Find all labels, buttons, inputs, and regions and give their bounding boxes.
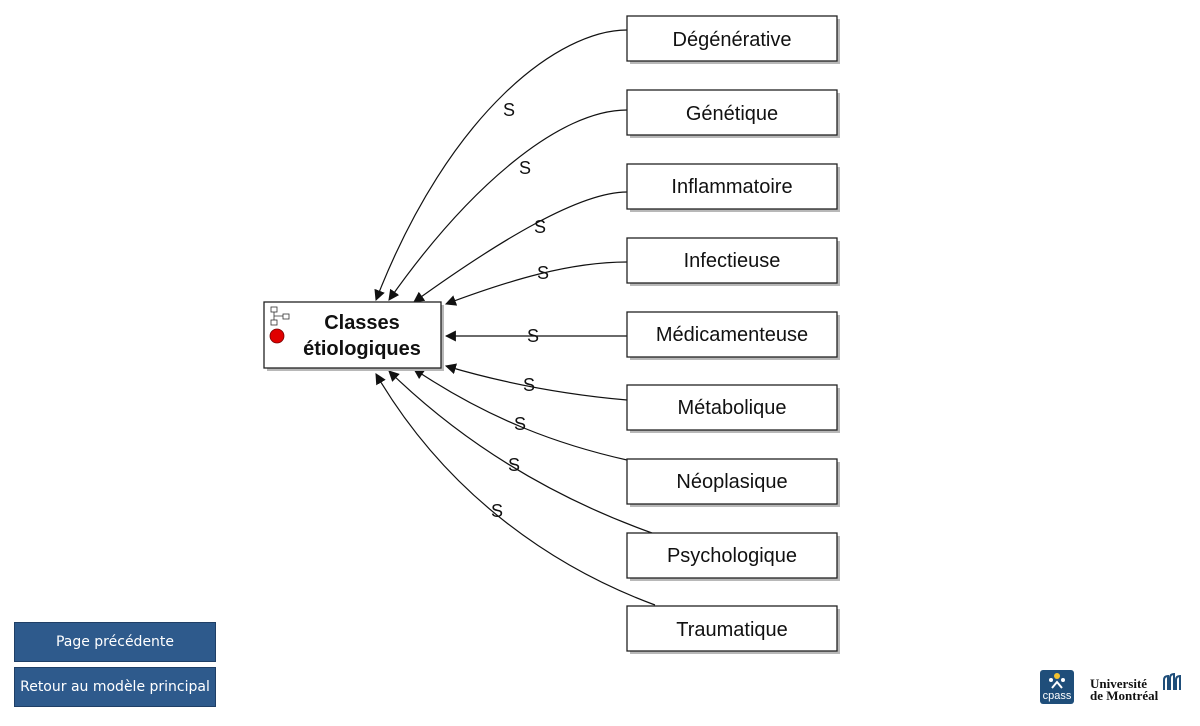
udem-emblem-icon — [1163, 672, 1181, 690]
edge-label-infectieuse: S — [537, 263, 549, 283]
edge-label-metabolique: S — [523, 375, 535, 395]
class-node-genetique: Génétique — [626, 89, 840, 138]
previous-page-button[interactable]: Page précédente — [14, 622, 216, 662]
edge-label-degenerative: S — [503, 100, 515, 120]
center-label-line1: Classes — [324, 312, 400, 334]
status-dot-icon — [269, 328, 285, 344]
edge-degenerative — [374, 29, 628, 302]
edge-traumatique — [375, 373, 656, 606]
udem-logo: Université de Montréal — [1090, 672, 1190, 706]
edge-inflammatoire — [413, 191, 628, 303]
edge-psychologique — [388, 370, 653, 534]
cpass-logo-text: cpass — [1042, 690, 1072, 702]
class-label: Médicamenteuse — [656, 324, 808, 346]
center-node: Classes étiologiques — [263, 301, 444, 371]
class-label: Métabolique — [678, 397, 787, 419]
class-node-inflammatoire: Inflammatoire — [626, 163, 840, 212]
class-node-metabolique: Métabolique — [626, 384, 840, 433]
udem-logo-text: Université de Montréal — [1090, 676, 1159, 703]
edge-label-psychologique: S — [508, 455, 520, 475]
edge-neoplasique — [413, 368, 628, 461]
class-node-degenerative: Dégénérative — [626, 15, 840, 64]
class-label: Traumatique — [676, 619, 788, 641]
class-label: Dégénérative — [673, 29, 792, 51]
edge-infectieuse — [444, 261, 628, 306]
udem-logo-line2: de Montréal — [1090, 688, 1159, 703]
edge-label-medicamenteuse: S — [527, 326, 539, 346]
cpass-logo: cpass — [1040, 670, 1074, 704]
center-label-line2: étiologiques — [303, 338, 421, 360]
edge-label-traumatique: S — [491, 501, 503, 521]
edge-genetique — [388, 109, 628, 301]
edge-label-neoplasique: S — [514, 414, 526, 434]
class-node-infectieuse: Infectieuse — [626, 237, 840, 286]
class-node-psychologique: Psychologique — [626, 532, 840, 581]
hierarchy-icon — [270, 306, 290, 326]
back-to-main-model-button[interactable]: Retour au modèle principal — [14, 667, 216, 707]
class-label: Infectieuse — [684, 250, 781, 272]
edge-label-inflammatoire: S — [534, 217, 546, 237]
class-node-neoplasique: Néoplasique — [626, 458, 840, 507]
class-node-medicamenteuse: Médicamenteuse — [626, 311, 840, 360]
class-label: Inflammatoire — [671, 176, 792, 198]
edge-metabolique — [444, 363, 628, 401]
class-label: Néoplasique — [676, 471, 787, 493]
class-label: Psychologique — [667, 545, 797, 567]
udem-logo-line1: Université — [1090, 676, 1148, 691]
class-label: Génétique — [686, 103, 778, 125]
cpass-figure-icon — [1049, 673, 1065, 689]
edge-label-genetique: S — [519, 158, 531, 178]
class-node-traumatique: Traumatique — [626, 605, 840, 654]
